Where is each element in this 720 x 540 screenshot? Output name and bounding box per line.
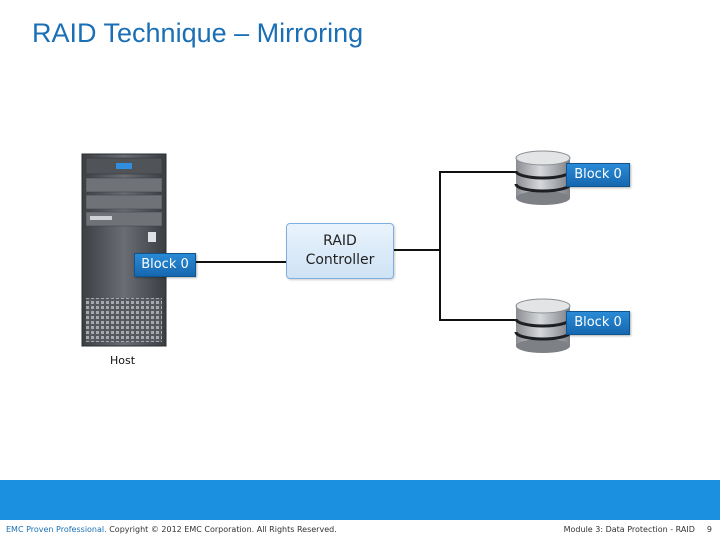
- footer-copyright-text: Copyright © 2012 EMC Corporation. All Ri…: [106, 525, 337, 534]
- footer-brand: EMC Proven Professional.: [6, 525, 107, 534]
- disk-icon: [514, 298, 572, 353]
- footer-copyright: EMC Proven Professional. Copyright © 201…: [6, 525, 337, 534]
- page-number: 9: [706, 525, 712, 534]
- host-block-label: Block 0: [134, 253, 196, 277]
- footer-band: [0, 480, 720, 520]
- footer-module-info: Module 3: Data Protection - RAID 9: [564, 525, 712, 534]
- disk-icon: [514, 150, 572, 205]
- controller-label-line2: Controller: [305, 252, 375, 268]
- disk-block-label: Block 0: [566, 163, 630, 187]
- disk-block-label: Block 0: [566, 311, 630, 335]
- host-server-icon: [81, 153, 167, 347]
- host-label: Host: [110, 354, 136, 367]
- footer-module: Module 3: Data Protection - RAID: [563, 525, 695, 534]
- controller-label-line1: RAID: [323, 233, 357, 249]
- slide-title: RAID Technique – Mirroring: [32, 18, 364, 48]
- footer: EMC Proven Professional. Copyright © 201…: [0, 520, 720, 540]
- disk-branch-line: [439, 171, 520, 321]
- diagram-canvas: [81, 150, 572, 353]
- raid-controller-box: RAID Controller: [286, 223, 394, 279]
